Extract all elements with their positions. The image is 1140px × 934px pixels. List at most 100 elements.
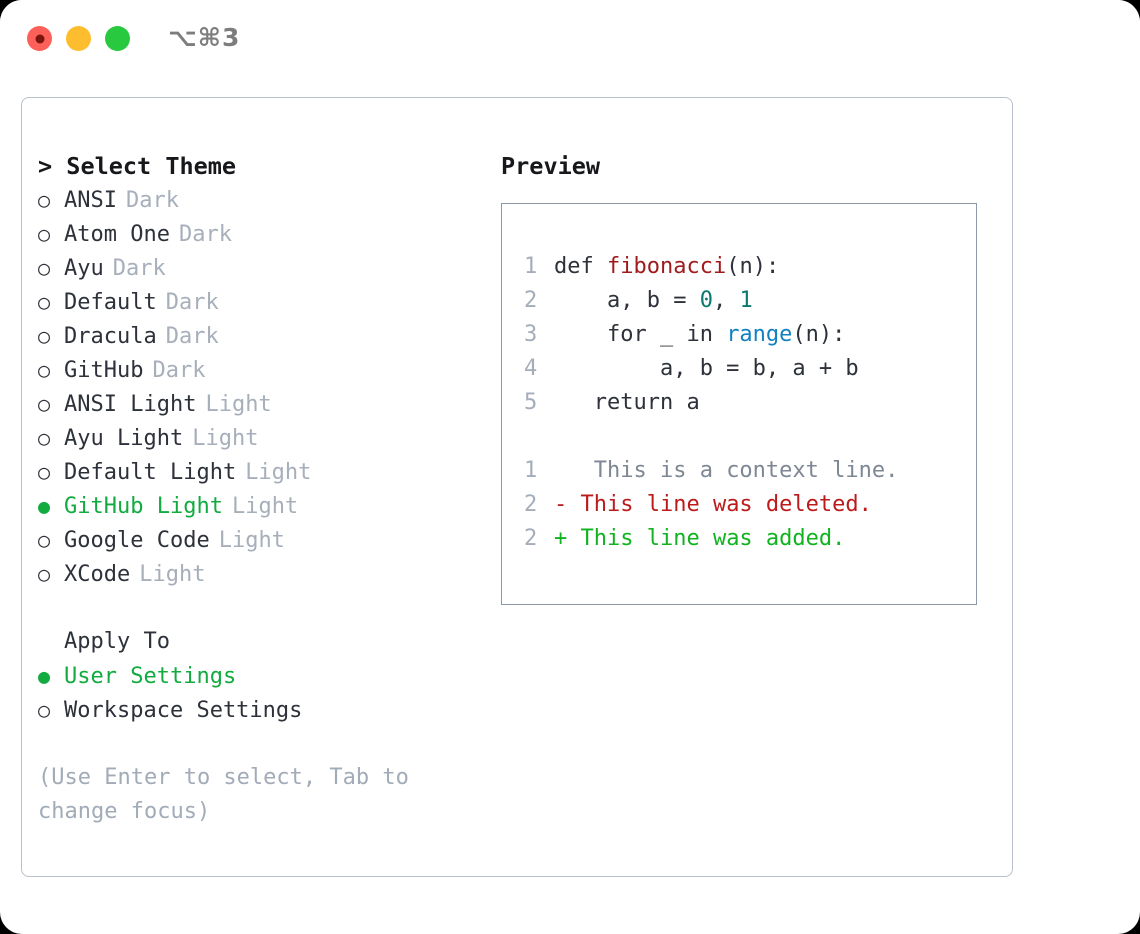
apply-to-title: Apply To	[64, 629, 170, 654]
diff-line-context: 1 This is a context line.	[524, 454, 976, 488]
radio-unselected-icon: ○	[38, 392, 51, 416]
code-token-plain: a, b = b, a + b	[554, 356, 859, 381]
code-token-number: 1	[739, 288, 753, 313]
code-diff-spacer	[524, 420, 976, 454]
theme-option-xcode[interactable]: ○ XCode Light	[38, 557, 478, 591]
theme-option-label: Default	[64, 290, 157, 315]
radio-unselected-icon: ○	[38, 562, 51, 586]
code-token-plain: return a	[554, 390, 700, 415]
theme-option-label: ANSI Light	[64, 392, 197, 417]
code-token-plain: ,	[712, 288, 740, 313]
code-line-number: 3	[524, 322, 538, 347]
radio-selected-icon: ●	[38, 664, 51, 688]
code-line-text: return a	[554, 386, 700, 420]
keyboard-hint-text: (Use Enter to select, Tab to change focu…	[38, 765, 423, 824]
code-token-function: fibonacci	[606, 254, 727, 279]
theme-option-label: GitHub	[64, 358, 144, 383]
maximize-window-button[interactable]	[105, 26, 130, 51]
theme-variant-badge: Light	[192, 426, 259, 451]
theme-option-label: Dracula	[64, 324, 157, 349]
code-token-plain: def	[554, 254, 607, 279]
theme-option-label: Default Light	[64, 460, 237, 485]
theme-variant-badge: Dark	[112, 256, 166, 281]
theme-option-label: Ayu	[64, 256, 104, 281]
theme-option-label: Google Code	[64, 528, 210, 553]
theme-variant-badge: Light	[205, 392, 272, 417]
theme-option-label: GitHub Light	[64, 494, 223, 519]
diff-line-number: 2	[524, 492, 538, 517]
apply-to-option-label: User Settings	[64, 664, 237, 689]
code-line: 1 def fibonacci(n):	[524, 250, 976, 284]
code-line-text: a, b = b, a + b	[554, 352, 859, 386]
title-bar: ⌥⌘3	[0, 0, 1140, 78]
minimize-window-button[interactable]	[66, 26, 91, 51]
code-line-number: 5	[524, 390, 538, 415]
theme-option-github-light[interactable]: ● GitHub Light Light	[38, 489, 478, 523]
diff-line-deleted: 2- This line was deleted.	[524, 488, 976, 522]
diff-line-number: 1	[524, 458, 538, 483]
diff-marker-icon: -	[554, 492, 568, 517]
radio-unselected-icon: ○	[38, 324, 51, 348]
code-line-text: a, b = 0, 1	[554, 284, 753, 318]
page-title: > Select Theme	[38, 152, 237, 180]
radio-selected-icon: ●	[38, 494, 51, 518]
code-token-plain: a, b =	[554, 288, 700, 313]
theme-variant-badge: Light	[245, 460, 312, 485]
list-spacer	[38, 591, 478, 625]
code-line-number: 2	[524, 288, 538, 313]
preview-column: Preview 1 def fibonacci(n): 2 a, b = 0, 1 3…	[501, 149, 991, 605]
theme-variant-badge: Dark	[178, 222, 232, 247]
radio-unselected-icon: ○	[38, 222, 51, 246]
diff-line-added: 2+ This line was added.	[524, 522, 976, 556]
theme-option-atom-one[interactable]: ○ Atom One Dark	[38, 217, 478, 251]
diff-line-text: This line was added.	[567, 526, 846, 551]
radio-unselected-icon: ○	[38, 188, 51, 212]
radio-unselected-icon: ○	[38, 426, 51, 450]
radio-unselected-icon: ○	[38, 528, 51, 552]
code-token-plain: (n):	[726, 254, 780, 279]
code-line: 2 a, b = 0, 1	[524, 284, 976, 318]
apply-to-option-user-settings[interactable]: ● User Settings	[38, 659, 478, 693]
diff-line-text: This line was deleted.	[567, 492, 872, 517]
traffic-light-group	[27, 26, 130, 51]
diff-line-number: 2	[524, 526, 538, 551]
theme-option-label: Atom One	[64, 222, 170, 247]
theme-option-google-code[interactable]: ○ Google Code Light	[38, 523, 478, 557]
close-window-button[interactable]	[27, 26, 52, 51]
theme-option-ansi-light[interactable]: ○ ANSI Light Light	[38, 387, 478, 421]
theme-variant-badge: Dark	[165, 290, 219, 315]
radio-unselected-icon: ○	[38, 290, 51, 314]
keyboard-shortcut-label: ⌥⌘3	[168, 23, 241, 52]
theme-option-label: ANSI	[64, 188, 117, 213]
code-token-number: 0	[699, 288, 713, 313]
code-line: 4 a, b = b, a + b	[524, 352, 976, 386]
code-line-number: 4	[524, 356, 538, 381]
theme-option-ayu[interactable]: ○ Ayu Dark	[38, 251, 478, 285]
theme-variant-badge: Light	[139, 562, 206, 587]
radio-unselected-icon: ○	[38, 256, 51, 280]
code-line: 5 return a	[524, 386, 976, 420]
diff-line-text: This is a context line.	[567, 458, 899, 483]
theme-variant-badge: Light	[218, 528, 285, 553]
code-line-number: 1	[524, 254, 538, 279]
apply-to-option-workspace-settings[interactable]: ○Workspace Settings	[38, 693, 478, 727]
theme-option-default[interactable]: ○ Default Dark	[38, 285, 478, 319]
theme-option-label: XCode	[64, 562, 131, 587]
theme-variant-badge: Dark	[165, 324, 219, 349]
radio-unselected-icon: ○	[38, 358, 51, 382]
apply-to-option-list[interactable]: ● User Settings ○Workspace Settings	[38, 659, 478, 727]
theme-option-dracula[interactable]: ○ Dracula Dark	[38, 319, 478, 353]
diff-marker-icon	[554, 454, 567, 488]
theme-variant-badge: Light	[231, 494, 299, 519]
preview-title: Preview	[501, 152, 601, 180]
code-token-call: range	[726, 322, 793, 347]
